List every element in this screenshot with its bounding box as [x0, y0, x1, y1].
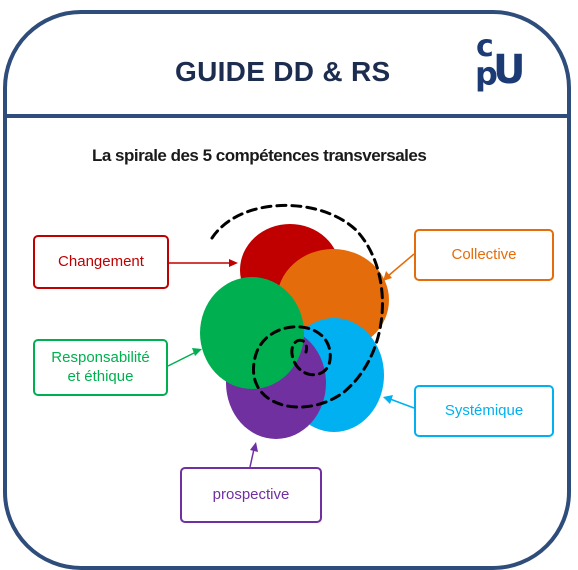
label-systemique: Systémique [414, 385, 554, 437]
page-title: GUIDE DD & RS [175, 56, 391, 87]
arrow-changement [169, 259, 238, 267]
circle-collective [277, 249, 389, 351]
label-prospective: prospective [180, 467, 322, 523]
arrow-responsabilite [167, 348, 202, 367]
arrow-collective [383, 253, 415, 281]
guide-header: GUIDE DD & RS c p U [7, 14, 567, 118]
label-changement: Changement [33, 235, 169, 289]
arrow-systemique [383, 395, 415, 409]
cpu-logo: c p U [475, 29, 526, 93]
label-collective: Collective [414, 229, 554, 281]
spiral-line [210, 204, 384, 409]
label-responsabilite: Responsabilité et éthique [33, 339, 168, 396]
arrow-prospective [249, 442, 258, 468]
circle-responsabilite [200, 277, 304, 389]
spiral-diagram [167, 204, 415, 468]
diagram-title: La spirale des 5 compétences transversal… [92, 146, 427, 165]
